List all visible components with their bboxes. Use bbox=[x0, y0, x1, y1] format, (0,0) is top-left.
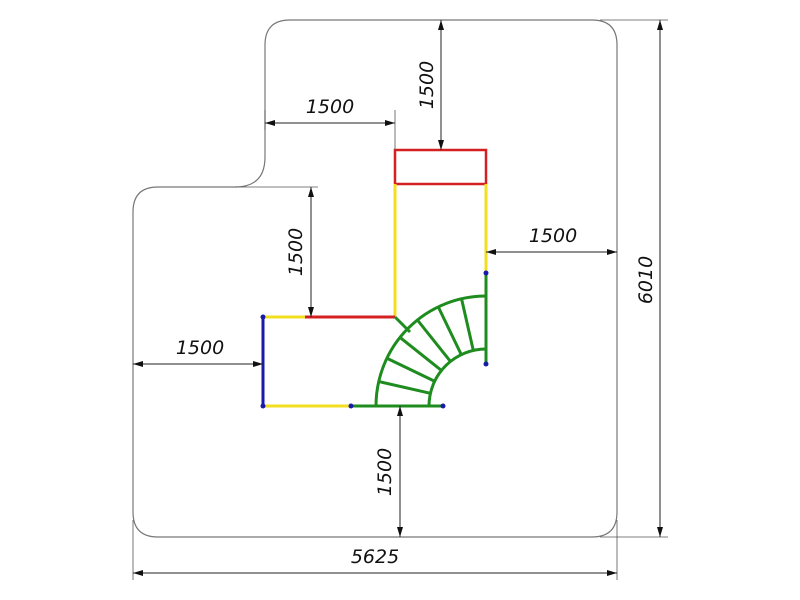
dim-top-vertical: 1500 bbox=[416, 61, 438, 109]
red-platform bbox=[393, 148, 488, 186]
stair-tread bbox=[378, 380, 431, 395]
stair-tread bbox=[460, 298, 475, 351]
dim-right-horizontal: 1500 bbox=[529, 225, 577, 247]
dim-top-horizontal: 1500 bbox=[306, 96, 354, 118]
curved-stairs bbox=[374, 294, 487, 407]
dimension-lines bbox=[132, 19, 668, 580]
dim-left-horizontal: 1500 bbox=[176, 337, 224, 359]
dim-overall-height: 6010 bbox=[635, 256, 657, 304]
stair-tread bbox=[386, 356, 436, 383]
dim-overall-width: 5625 bbox=[351, 546, 399, 568]
stair-tread bbox=[399, 336, 443, 372]
stair-tread bbox=[436, 306, 463, 356]
dim-bottom-vertical: 1500 bbox=[374, 448, 396, 496]
dim-left-inner-vertical: 1500 bbox=[285, 228, 307, 276]
stair-tread bbox=[416, 319, 452, 363]
play-structure bbox=[260, 148, 489, 409]
